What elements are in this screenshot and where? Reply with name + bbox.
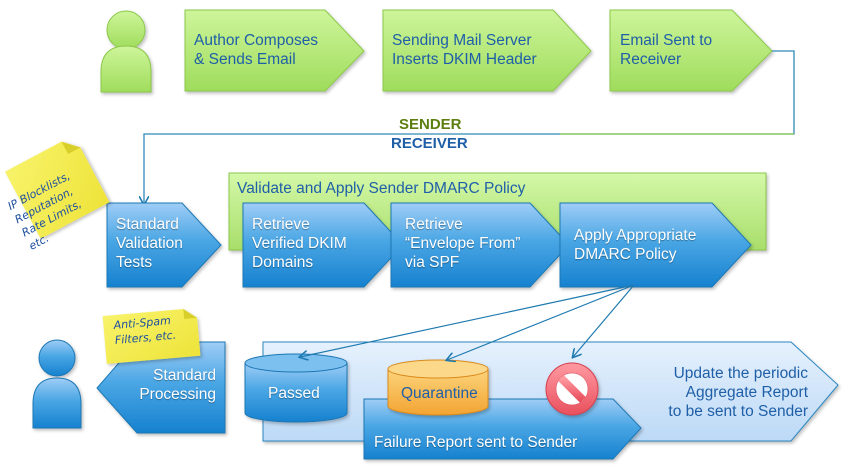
sender-step-email-sent (609, 9, 773, 92)
note-ip-blocklists (4, 141, 110, 239)
label-line: Validation (116, 235, 183, 252)
label-line: Verified DKIM (252, 235, 347, 252)
label-line: Update the periodic (673, 365, 808, 382)
label-line: via SPF (405, 254, 460, 271)
label-line: “Envelope From” (405, 235, 521, 252)
note-anti-spam (102, 309, 201, 364)
sender-person-icon (100, 10, 152, 93)
label-line: Domains (252, 254, 314, 271)
dmarc-step-apply-policy-label: Apply Appropriate DMARC Policy (574, 226, 696, 264)
label-line: Retrieve (252, 216, 310, 233)
sender-step-author-composes (184, 9, 365, 92)
dmarc-step-retrieve-dkim (242, 202, 404, 288)
arrow-to-passed (300, 284, 635, 357)
dmarc-step-retrieve-spf (390, 202, 570, 288)
label-line: Author Composes (194, 32, 319, 49)
arrow-to-quarantine (447, 284, 635, 360)
standard-validation-label: Standard Validation Tests (116, 215, 183, 272)
standard-validation-step (106, 202, 222, 288)
label-line: & Sends Email (194, 51, 296, 68)
label-line: DMARC Policy (574, 246, 677, 263)
note-anti-spam-text: Anti-Spam Filters, etc. (113, 313, 177, 348)
aggregate-report-label: Update the periodic Aggregate Report to … (648, 364, 808, 421)
label-line: Processing (139, 386, 216, 403)
quarantine-label: Quarantine (401, 385, 478, 402)
label-line: to be sent to Sender (668, 403, 808, 420)
label-line: Receiver (620, 51, 682, 68)
arrow-to-reject (573, 284, 635, 357)
standard-processing-label: Standard Processing (130, 366, 216, 404)
sender-step-server-dkim (382, 9, 592, 92)
label-line: Email Sent to (620, 32, 713, 49)
sender-step-email-sent-label: Email Sent to Receiver (620, 31, 712, 69)
dmarc-group-title: Validate and Apply Sender DMARC Policy (237, 180, 526, 197)
quarantine-cylinder (387, 359, 489, 416)
dmarc-step-apply-policy (559, 202, 752, 288)
receiver-person-icon (32, 339, 82, 429)
label-line: Standard (153, 367, 216, 384)
passed-cylinder (244, 353, 348, 423)
prohibited-icon (545, 362, 599, 416)
label-line: Sending Mail Server (392, 32, 532, 49)
label-line: Aggregate Report (685, 384, 808, 401)
sender-step-server-dkim-label: Sending Mail Server Inserts DKIM Header (392, 31, 537, 69)
label-line: Apply Appropriate (574, 227, 697, 244)
receiver-lane-label: RECEIVER (391, 135, 468, 152)
passed-label: Passed (268, 385, 320, 402)
label-line: Standard (116, 216, 179, 233)
sender-step-author-composes-label: Author Composes & Sends Email (194, 31, 318, 69)
label-line: Retrieve (405, 216, 463, 233)
dmarc-step-retrieve-dkim-label: Retrieve Verified DKIM Domains (252, 215, 347, 272)
label-line: Tests (116, 254, 153, 271)
failure-report-label: Failure Report sent to Sender (374, 434, 578, 451)
sender-lane-label: SENDER (399, 116, 462, 133)
label-line: Inserts DKIM Header (392, 51, 537, 68)
dmarc-step-retrieve-spf-label: Retrieve “Envelope From” via SPF (405, 215, 520, 272)
